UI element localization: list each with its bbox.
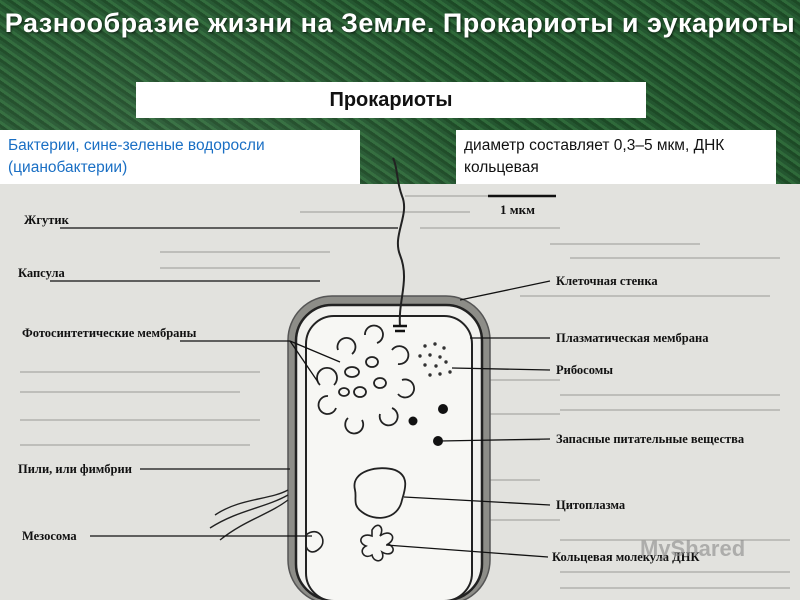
dna-tangle-shape [360,524,394,562]
label-circular-dna: Кольцевая молекула ДНК [552,550,700,564]
flagellum-hook [393,324,407,333]
label-mesosome: Мезосома [22,529,77,543]
label-plasma-membrane: Плазматическая мембрана [556,331,709,345]
label-photosynthetic-membranes: Фотосинтетические мембраны [22,326,197,340]
slide-title: Разнообразие жизни на Земле. Прокариоты … [4,8,796,38]
diameter-caption: диаметр составляет 0,3–5 мкм, ДНК кольце… [456,130,776,184]
label-pili: Пили, или фимбрии [18,462,132,476]
bacteria-caption: Бактерии, сине-зеленые водоросли (цианоб… [0,130,360,184]
label-flagellum: Жгутик [24,213,70,227]
ribosomes-shape [418,342,452,377]
label-cell-wall: Клеточная стенка [556,274,658,288]
label-ribosomes: Рибосомы [556,363,613,377]
scale-label: 1 мкм [500,202,535,217]
nucleoid-shape [353,467,407,519]
plasma-membrane-shape [305,315,473,600]
watermark: MyShared [640,536,745,561]
faded-page-text [20,195,790,589]
photosynthetic-membranes-shape [316,324,415,435]
label-cytoplasm: Цитоплазма [556,498,626,512]
section-heading: Прокариоты [136,82,646,118]
storage-granules-shape [408,404,448,446]
label-storage-nutrients: Запасные питательные вещества [556,432,745,446]
mesosome-shape [305,530,324,553]
leader-lines [50,227,551,558]
flagellum-shape [392,157,406,327]
pili-shape [209,489,289,541]
label-capsule: Капсула [18,266,66,280]
